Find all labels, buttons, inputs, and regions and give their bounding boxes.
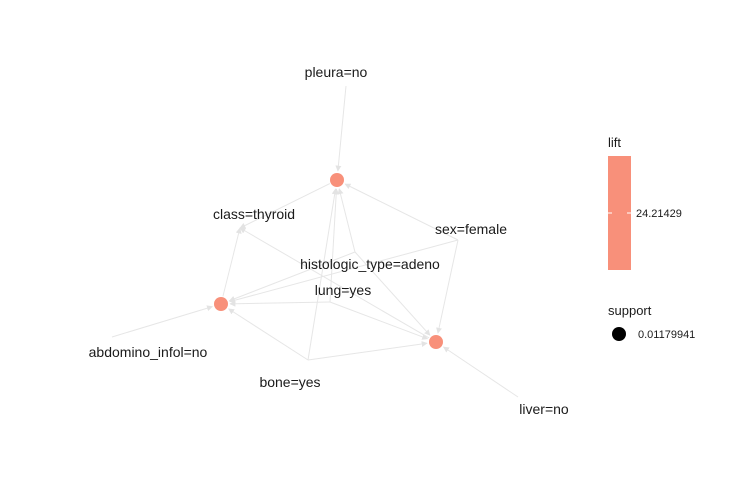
edge-r1-to-class xyxy=(239,183,331,229)
item-label-sex[interactable]: sex=female xyxy=(435,221,507,237)
edge-bone-to-r3 xyxy=(307,341,428,361)
edge-liver-to-r3 xyxy=(442,346,519,398)
edge-lung-to-r3 xyxy=(329,301,429,340)
edge-histologic-to-r3 xyxy=(354,251,431,336)
lift-colorbar xyxy=(608,156,631,270)
item-label-histologic[interactable]: histologic_type=adeno xyxy=(300,256,440,272)
edge-pleura-to-r1 xyxy=(335,85,347,172)
support-legend-title: support xyxy=(608,303,652,318)
edge-histologic-to-r1 xyxy=(337,188,356,253)
edge-lung-to-r1 xyxy=(329,188,340,303)
rule-node-r1[interactable] xyxy=(330,173,344,187)
item-label-bone[interactable]: bone=yes xyxy=(259,374,320,390)
edge-r3-to-class xyxy=(239,227,430,339)
item-label-liver[interactable]: liver=no xyxy=(519,401,569,417)
edge-sex-to-r1 xyxy=(344,183,459,241)
support-legend-value: 0.01179941 xyxy=(638,329,695,341)
edge-r2-to-class xyxy=(222,227,242,297)
item-label-pleura[interactable]: pleura=no xyxy=(305,64,368,80)
edge-sex-to-r3 xyxy=(436,239,459,334)
rule-nodes-layer xyxy=(214,173,443,349)
item-label-lung[interactable]: lung=yes xyxy=(315,282,371,298)
lift-legend-title: lift xyxy=(608,135,621,150)
support-legend-key xyxy=(612,327,626,341)
edges-layer xyxy=(111,85,519,398)
lift-legend-value: 24.21429 xyxy=(636,208,682,220)
rule-node-r3[interactable] xyxy=(429,335,443,349)
edge-abdomino-to-r2 xyxy=(111,305,213,338)
edge-bone-to-r1 xyxy=(307,188,338,361)
item-label-abdomino[interactable]: abdomino_infol=no xyxy=(89,344,208,360)
edge-lung-to-r2 xyxy=(229,300,331,307)
edge-bone-to-r2 xyxy=(228,308,309,361)
edge-histologic-to-r2 xyxy=(228,251,356,302)
item-labels-layer: pleura=no class=thyroid sex=female histolog… xyxy=(89,64,569,417)
edge-sex-to-r2 xyxy=(229,239,459,304)
lift-legend: lift 24.21429 xyxy=(608,135,682,270)
rule-node-r2[interactable] xyxy=(214,297,228,311)
support-legend: support 0.01179941 xyxy=(608,303,695,341)
item-label-class[interactable]: class=thyroid xyxy=(213,206,295,222)
